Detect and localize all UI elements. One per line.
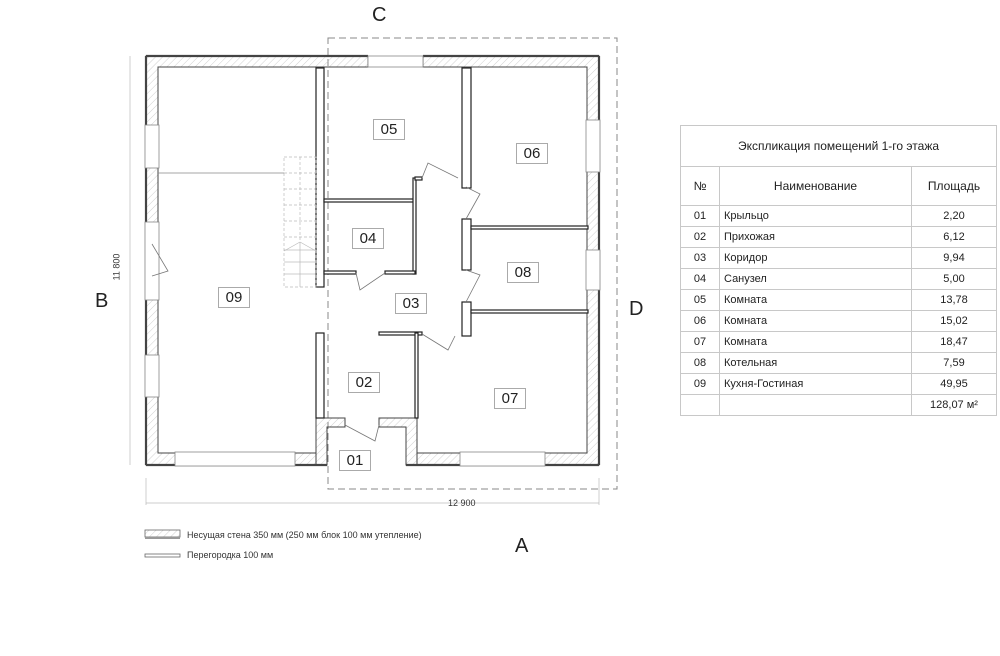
room-name: Кухня-Гостиная [719, 373, 912, 395]
dimension-lines [129, 56, 600, 505]
room-label-01: 01 [339, 450, 371, 471]
room-area: 9,94 [911, 247, 997, 269]
room-area: 15,02 [911, 310, 997, 332]
room-area: 5,00 [911, 268, 997, 290]
room-number: 06 [680, 310, 720, 332]
interior-walls [315, 67, 589, 419]
axis-label-c: C [372, 4, 387, 26]
room-label-08: 08 [507, 262, 539, 283]
windows [144, 55, 601, 467]
room-name: Котельная [719, 352, 912, 374]
room-area: 49,95 [911, 373, 997, 395]
room-label-04: 04 [352, 228, 384, 249]
header-number: № [680, 166, 720, 206]
room-label-09: 09 [218, 287, 250, 308]
room-label-06: 06 [516, 143, 548, 164]
dashed-outline [327, 37, 618, 490]
header-name: Наименование [719, 166, 912, 206]
legend-bearing-swatch [144, 529, 181, 538]
dimension-height: 11 800 [111, 253, 122, 281]
axis-label-d: D [629, 298, 644, 320]
room-schedule-table: Экспликация помещений 1-го этажа № Наиме… [680, 125, 997, 416]
room-number: 04 [680, 268, 720, 290]
room-name: Крыльцо [719, 205, 912, 227]
room-label-02: 02 [348, 372, 380, 393]
room-name: Комната [719, 331, 912, 353]
header-area: Площадь [911, 166, 997, 206]
room-name: Комната [719, 289, 912, 311]
room-area: 13,78 [911, 289, 997, 311]
room-name: Коридор [719, 247, 912, 269]
room-name: Комната [719, 310, 912, 332]
doors [151, 162, 481, 442]
axis-label-a: A [515, 535, 529, 557]
bearing-walls [145, 55, 600, 466]
table-title: Экспликация помещений 1-го этажа [680, 125, 997, 167]
room-number: 08 [680, 352, 720, 374]
legend-partition: Перегородка 100 мм [187, 550, 274, 560]
room-area: 6,12 [911, 226, 997, 248]
room-number: 02 [680, 226, 720, 248]
legend-bearing-wall: Несущая стена 350 мм (250 мм блок 100 мм… [187, 530, 422, 540]
total-empty [719, 394, 912, 416]
room-number: 01 [680, 205, 720, 227]
room-area: 7,59 [911, 352, 997, 374]
room-name: Прихожая [719, 226, 912, 248]
room-label-03: 03 [395, 293, 427, 314]
legend-partition-swatch [144, 553, 181, 558]
axis-label-b: B [95, 290, 109, 312]
room-number: 05 [680, 289, 720, 311]
room-number: 07 [680, 331, 720, 353]
room-number: 03 [680, 247, 720, 269]
total-empty [680, 394, 720, 416]
room-area: 18,47 [911, 331, 997, 353]
dimension-width: 12 900 [448, 498, 476, 508]
room-name: Санузел [719, 268, 912, 290]
total-area: 128,07 м² [911, 394, 997, 416]
room-number: 09 [680, 373, 720, 395]
stairs [158, 156, 317, 288]
room-label-05: 05 [373, 119, 405, 140]
room-label-07: 07 [494, 388, 526, 409]
room-area: 2,20 [911, 205, 997, 227]
